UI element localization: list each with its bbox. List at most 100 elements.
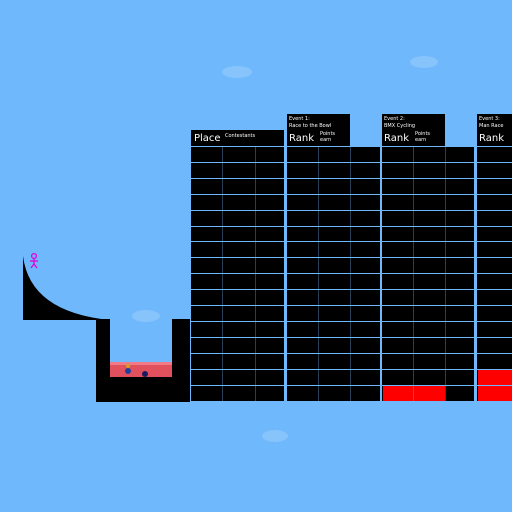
row-arrow: --> — [449, 356, 464, 366]
event2-points: 150 — [416, 196, 439, 210]
row-place: 12th — [194, 324, 215, 334]
row-divider — [191, 226, 512, 227]
cloud — [410, 56, 438, 68]
pit-right-wall — [172, 319, 190, 402]
row-arrow: --> — [353, 292, 368, 302]
event1-rank: 10th — [290, 165, 311, 175]
row-contestant-name: Olive — [226, 228, 257, 242]
row-place: 6th — [194, 229, 209, 239]
event1-points: 18 — [321, 164, 337, 178]
event2-points: 15 — [416, 307, 432, 321]
event1-rank: 14th — [290, 213, 311, 223]
event2-points: 90 — [416, 259, 432, 273]
row-divider — [191, 241, 512, 242]
row-arrow: --> — [353, 308, 368, 318]
event2-rank: 11th — [385, 372, 406, 382]
row-arrow: --> — [258, 165, 273, 175]
event2-rank: 4th — [385, 292, 400, 302]
row-divider — [191, 369, 512, 370]
event1-rank: 8th — [290, 292, 305, 302]
row-divider — [191, 210, 512, 211]
row-place: 15th — [194, 372, 215, 382]
row-arrow: --> — [449, 340, 464, 350]
event3-rank: 10th — [480, 324, 501, 334]
row-contestant-name: Magenta — [226, 357, 253, 364]
row-arrow: --> — [449, 244, 464, 254]
event2-rank: 1st — [385, 197, 399, 207]
event1-rank: 16th — [290, 388, 311, 398]
row-arrow: --> — [258, 197, 273, 207]
column-divider — [445, 146, 446, 401]
event2-points: 75 — [416, 291, 432, 305]
event3-rank: 7th — [480, 197, 495, 207]
event2-rank: 12th — [385, 308, 406, 318]
event2-header: Event 2: BMX Cycling Rank Points earn — [382, 114, 445, 146]
pit-liquid-top — [110, 362, 172, 365]
event1-title: Event 1: — [289, 116, 310, 122]
eliminated-cell — [478, 386, 512, 401]
event3-rank: 1st — [480, 165, 494, 175]
event3-rank: 5th — [480, 229, 495, 239]
row-arrow: --> — [449, 260, 464, 270]
row-place: 14th — [194, 356, 215, 366]
event1-points: 50 — [321, 180, 337, 194]
event1-rank: 6th — [290, 244, 305, 254]
column-divider — [255, 146, 256, 401]
event3-rank: 6th — [480, 149, 495, 159]
row-contestant-name: Gray — [226, 197, 248, 207]
row-arrow: --> — [258, 260, 273, 270]
row-arrow: --> — [449, 165, 464, 175]
row-place: 11th — [194, 308, 215, 318]
row-arrow: --> — [258, 324, 273, 334]
event2-points-header: Points earn — [415, 131, 431, 143]
event2-rank: 8th — [385, 229, 400, 239]
event1-points: 60 — [321, 228, 337, 242]
row-divider — [191, 257, 512, 258]
row-arrow: --> — [449, 372, 464, 382]
event3-rank: 12th — [480, 276, 501, 286]
row-arrow: --> — [449, 181, 464, 191]
row-arrow: --> — [258, 181, 273, 191]
ramp — [23, 256, 110, 320]
cloud — [222, 66, 252, 78]
row-arrow: --> — [449, 292, 464, 302]
event3-rank: 13th — [480, 292, 501, 302]
event2-rank: 7th — [385, 165, 400, 175]
event1-points: 75 — [321, 275, 337, 289]
event3-rank: 14th — [480, 356, 501, 366]
event2-points: 45 — [416, 164, 432, 178]
event3-rank: 3rd — [480, 181, 495, 191]
leaderboard-table: Place Contestants — [191, 130, 284, 401]
row-divider — [191, 289, 512, 290]
event1-rank: 13th — [290, 372, 311, 382]
row-place: 13th — [194, 340, 215, 350]
event2-rank: 14th — [385, 324, 406, 334]
column-divider — [222, 146, 223, 401]
row-contestant-name: Tan — [226, 259, 247, 273]
row-arrow: --> — [258, 356, 273, 366]
event2-rank: 9th — [385, 276, 400, 286]
row-contestant-name: Purple — [226, 245, 245, 252]
event1-rank: 2nd — [290, 276, 308, 286]
event1-points: 100 — [321, 148, 344, 162]
row-arrow: --> — [353, 244, 368, 254]
row-contestant-name: Lavender — [226, 214, 255, 221]
event2-points: 27 — [416, 339, 432, 353]
row-arrow: --> — [353, 197, 368, 207]
event1-header: Event 1: Race to the Bowl Rank Points ea… — [287, 114, 350, 146]
column-divider — [413, 146, 414, 401]
row-arrow: --> — [353, 276, 368, 286]
row-divider — [191, 321, 512, 322]
event1-rank: 1st — [290, 149, 304, 159]
event3-rank: 4th — [480, 244, 495, 254]
event3-rank-header: Rank — [479, 133, 504, 144]
event3-rank: 8th — [480, 308, 495, 318]
event2-points: 113 — [416, 148, 439, 162]
row-arrow: --> — [258, 149, 273, 159]
row-arrow: --> — [449, 229, 464, 239]
event2-subtitle: BMX Cycling — [384, 123, 416, 129]
row-arrow: --> — [258, 276, 273, 286]
row-divider — [191, 385, 512, 386]
event2-rank: 15th — [385, 356, 406, 366]
event2-rank: 5th — [385, 181, 400, 191]
